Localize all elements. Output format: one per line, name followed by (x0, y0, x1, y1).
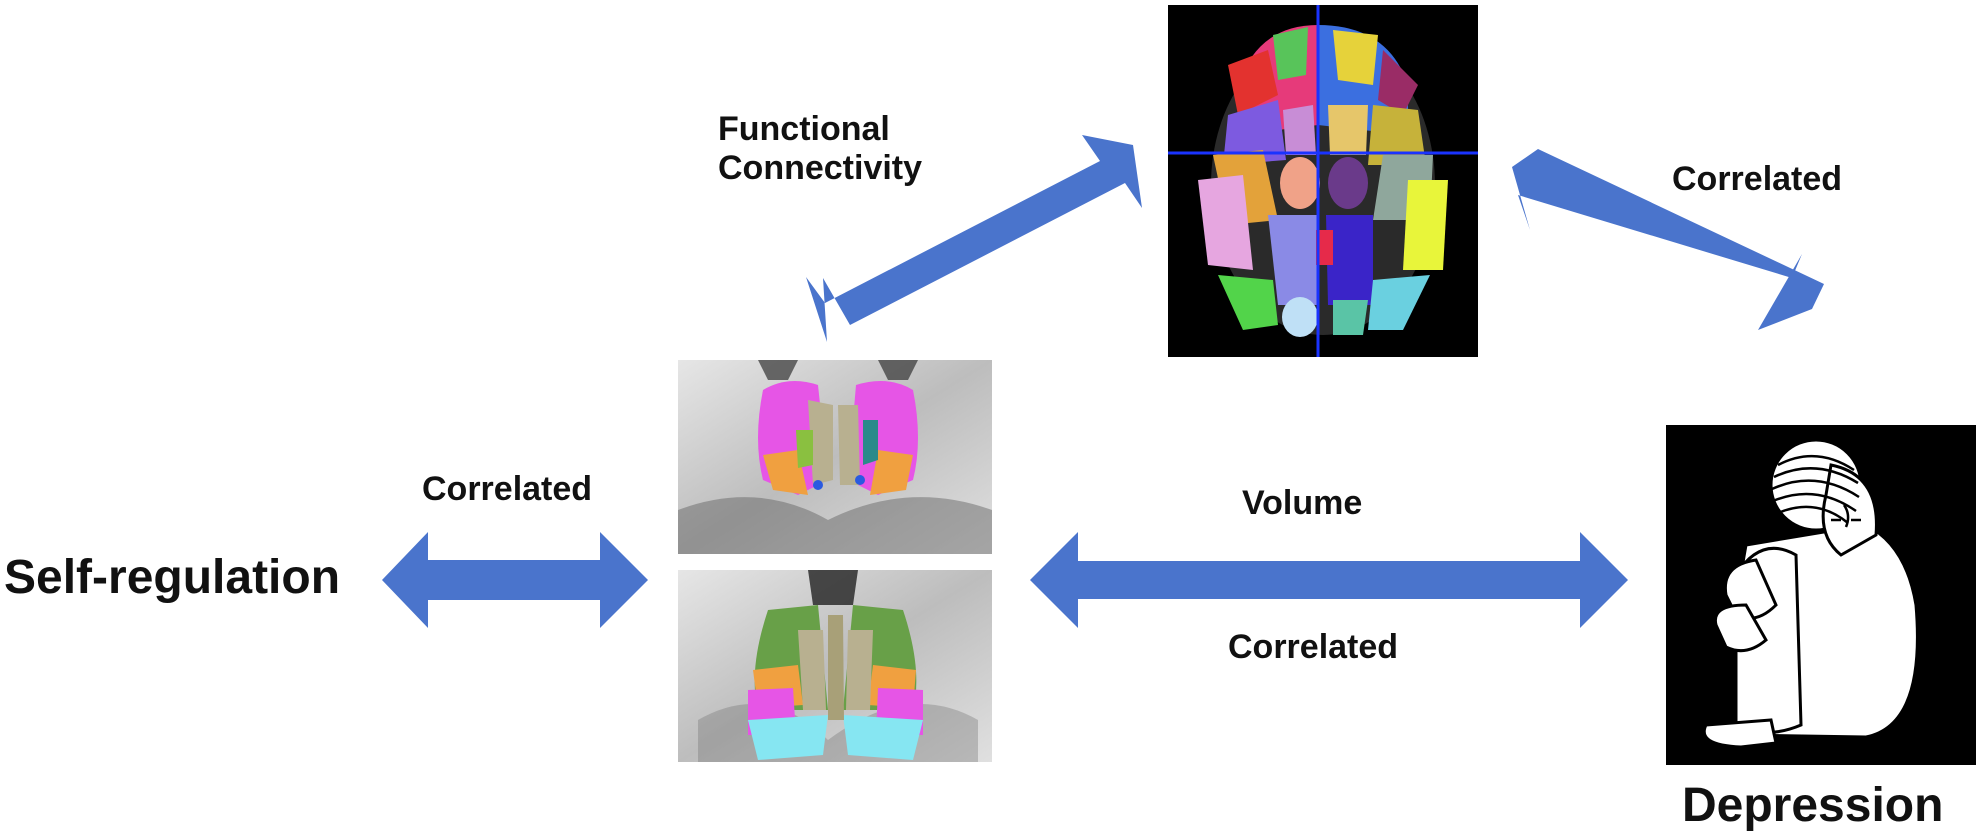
thalamus-axial-image (678, 570, 992, 762)
double-arrow-icon (382, 532, 648, 628)
label-correlated-bottom: Correlated (1228, 628, 1399, 666)
thalamus-coronal-image (678, 360, 992, 554)
double-arrow-icon (1030, 532, 1628, 628)
double-arrow-icon (806, 135, 1142, 342)
label-correlated-left: Correlated (422, 470, 593, 508)
depressed-figure-image (1666, 425, 1976, 765)
double-arrow-icon (1512, 149, 1824, 330)
label-depression: Depression (1682, 779, 1944, 832)
label-self-regulation: Self-regulation (4, 551, 341, 604)
label-volume: Volume (1242, 484, 1363, 522)
label-functional-connectivity: Functional Connectivity (718, 110, 923, 188)
axial-atlas-image (1168, 5, 1478, 357)
label-correlated-top-right: Correlated (1672, 160, 1843, 198)
